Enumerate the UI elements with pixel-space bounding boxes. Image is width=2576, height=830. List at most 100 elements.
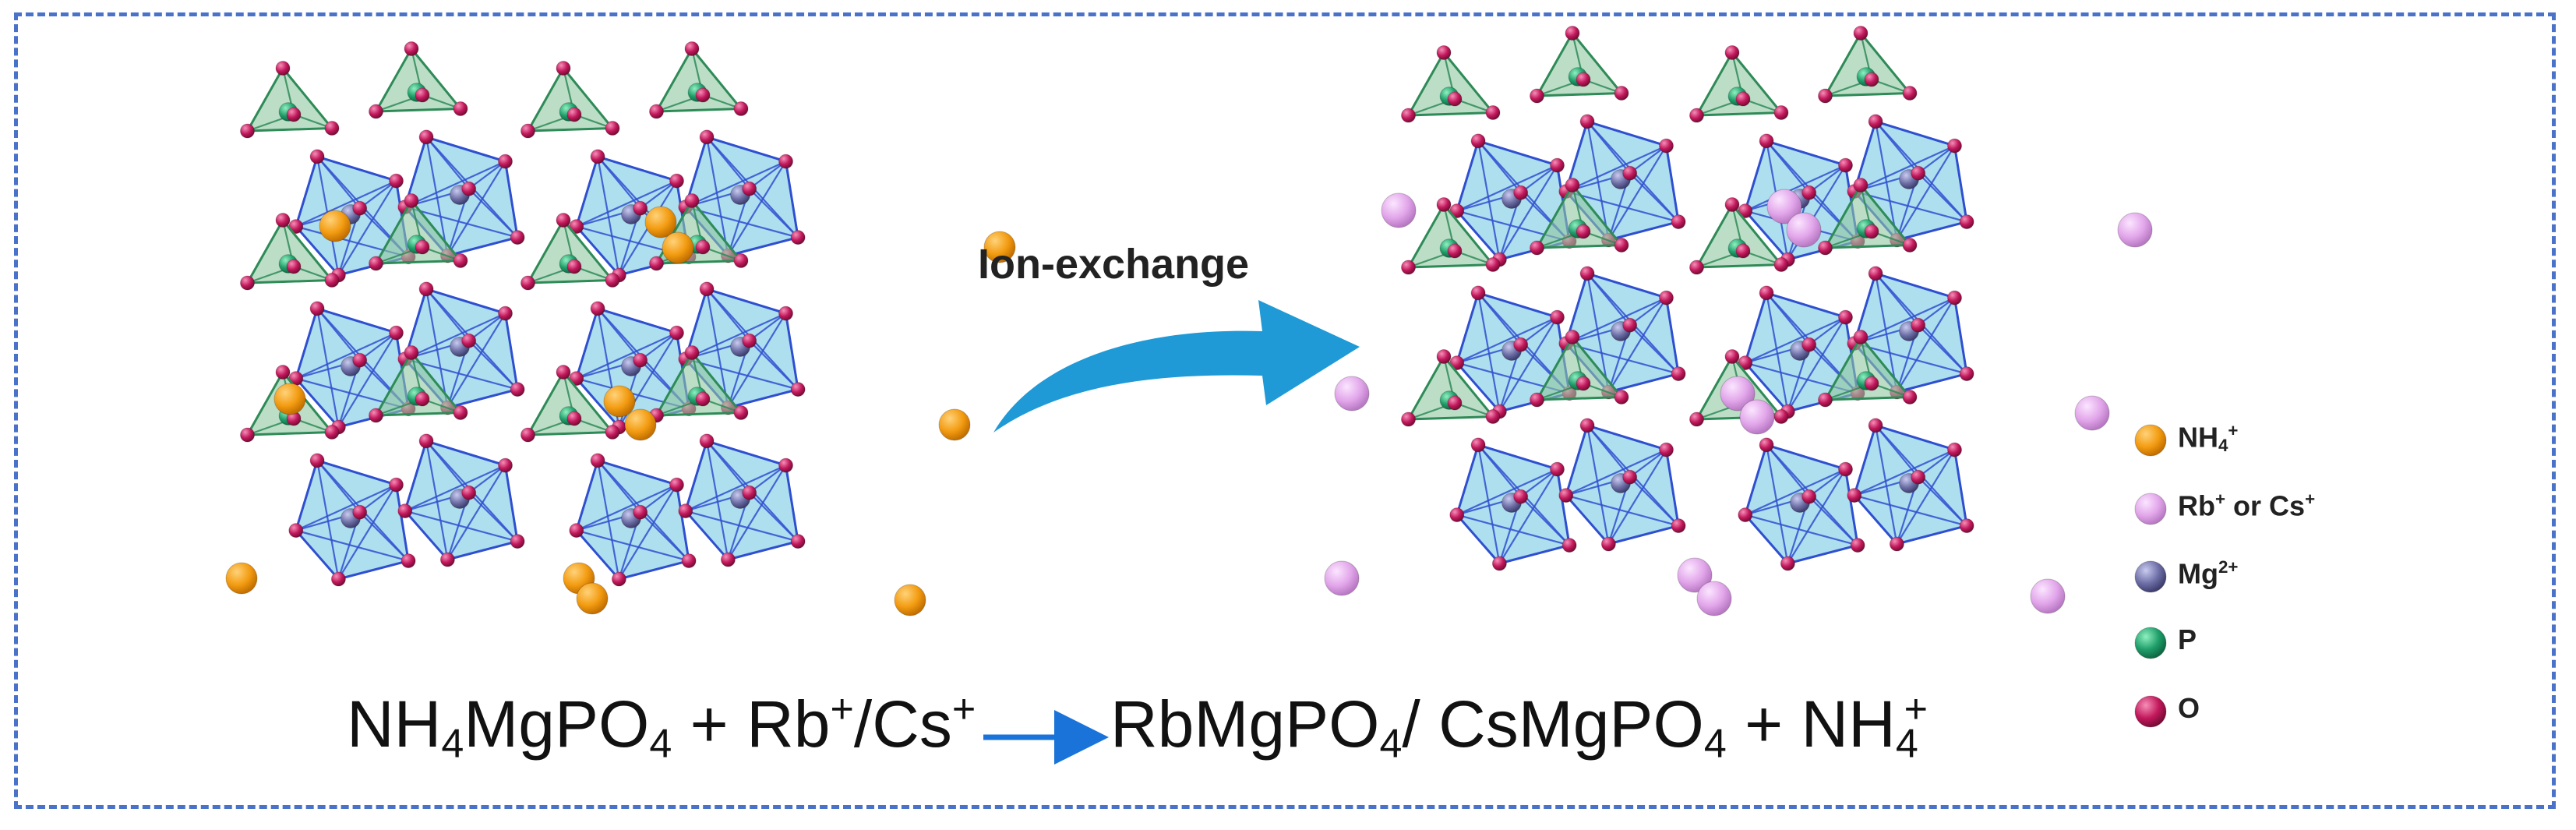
- o-atom: [1850, 538, 1865, 553]
- p-tetrahedron: [1818, 178, 1918, 256]
- o-atom: [699, 129, 715, 145]
- o-atom: [1864, 72, 1879, 87]
- o-atom: [1622, 165, 1638, 181]
- o-atom: [649, 256, 664, 271]
- o-atom: [1868, 266, 1883, 281]
- o-atom: [556, 61, 571, 76]
- o-atom: [1780, 556, 1795, 571]
- o-atom: [1671, 214, 1686, 230]
- framework-column: [1401, 26, 1686, 571]
- rb-cs-ion: [1334, 376, 1370, 411]
- o-atom: [404, 345, 419, 360]
- o-atom: [1485, 257, 1501, 272]
- o-atom: [1838, 461, 1853, 477]
- o-atom: [309, 453, 325, 468]
- dashed-frame: [14, 12, 2556, 809]
- o-atom: [498, 306, 513, 321]
- mg-octahedron: [678, 433, 806, 567]
- p-tetrahedron: [240, 213, 340, 291]
- nh4-ion: [644, 206, 677, 238]
- legend-p-swatch: [2134, 627, 2167, 659]
- o-atom: [461, 333, 477, 348]
- o-atom: [510, 382, 525, 397]
- o-atom: [1485, 105, 1501, 120]
- p-tetrahedron: [1530, 178, 1629, 256]
- legend-label-nh4: NH4+: [2178, 421, 2239, 455]
- o-atom: [669, 477, 684, 493]
- equation-right: RbMgPO4/ CsMgPO4 + NH4+: [1110, 687, 1928, 767]
- o-atom: [510, 230, 525, 245]
- o-atom: [240, 427, 255, 443]
- o-atom: [389, 477, 404, 493]
- mg-octahedron: [1449, 133, 1577, 267]
- o-atom: [309, 301, 325, 316]
- o-atom: [778, 306, 793, 321]
- o-atom: [520, 123, 535, 139]
- o-atom: [1470, 285, 1486, 301]
- o-atom: [461, 485, 477, 500]
- o-atom: [498, 154, 513, 169]
- p-tetrahedron: [240, 61, 340, 139]
- o-atom: [1565, 26, 1580, 41]
- o-atom: [605, 273, 620, 288]
- o-atom: [1671, 518, 1686, 534]
- legend-mg-swatch: [2134, 560, 2167, 593]
- legend-label-o: O: [2178, 692, 2200, 724]
- rb-cs-ion: [1381, 192, 1417, 228]
- o-atom: [415, 87, 430, 103]
- o-atom: [286, 107, 302, 122]
- o-atom: [453, 405, 468, 420]
- o-atom: [1614, 86, 1629, 101]
- o-atom: [352, 504, 368, 520]
- o-atom: [1550, 461, 1565, 477]
- o-atom: [1689, 260, 1704, 275]
- o-atom: [352, 200, 368, 216]
- o-atom: [566, 411, 582, 426]
- o-atom: [678, 503, 693, 519]
- o-atom: [590, 301, 605, 316]
- o-atom: [1818, 88, 1833, 104]
- framework-column: [520, 41, 806, 587]
- o-atom: [1759, 133, 1774, 149]
- o-atom: [1959, 518, 1974, 534]
- o-atom: [1558, 488, 1574, 503]
- nh4-ion: [624, 408, 657, 441]
- o-atom: [510, 534, 525, 549]
- o-atom: [1579, 266, 1595, 281]
- o-atom: [369, 408, 383, 423]
- o-atom: [1853, 26, 1868, 41]
- o-atom: [1485, 409, 1501, 424]
- o-atom: [556, 365, 571, 380]
- o-atom: [1659, 290, 1674, 306]
- o-atom: [633, 504, 648, 520]
- p-tetrahedron: [1401, 197, 1501, 275]
- legend-label-p: P: [2178, 623, 2197, 655]
- o-atom: [1436, 197, 1452, 212]
- o-atom: [695, 87, 711, 103]
- o-atom: [1818, 392, 1833, 408]
- rb-cs-ion: [2074, 395, 2110, 431]
- o-atom: [1759, 437, 1774, 453]
- o-atom: [1447, 91, 1463, 107]
- legend-label-mg: Mg2+: [2178, 557, 2239, 590]
- mg-octahedron: [1449, 437, 1577, 571]
- o-atom: [1513, 185, 1529, 200]
- o-atom: [1759, 285, 1774, 301]
- o-atom: [275, 213, 291, 228]
- o-atom: [275, 61, 291, 76]
- o-atom: [1449, 507, 1465, 523]
- p-tetrahedron: [1818, 330, 1918, 408]
- legend-nh4-swatch: [2134, 424, 2167, 457]
- o-atom: [1470, 133, 1486, 149]
- o-atom: [1614, 390, 1629, 404]
- ion-exchange-label: Ion-exchange: [978, 241, 1250, 288]
- o-atom: [633, 200, 648, 216]
- nh4-ion: [319, 210, 351, 242]
- o-atom: [1801, 337, 1817, 352]
- o-atom: [418, 129, 434, 145]
- o-atom: [1902, 390, 1918, 404]
- p-tetrahedron: [1818, 26, 1918, 104]
- legend-o-swatch: [2134, 695, 2167, 728]
